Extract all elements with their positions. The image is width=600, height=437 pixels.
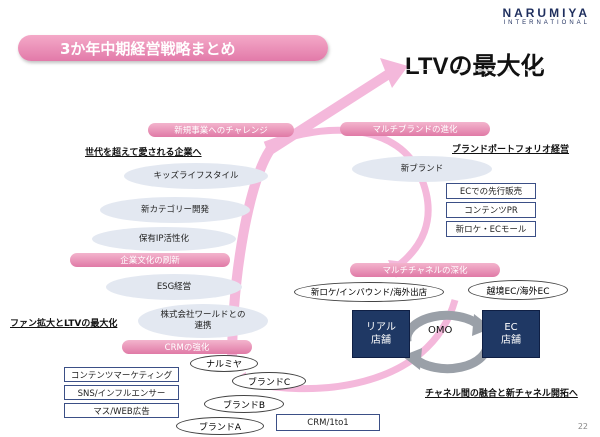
channel-cross-border-ec: 越境EC/海外EC (468, 280, 568, 300)
slide-title: 3か年中期経営戦略まとめ (18, 35, 328, 61)
heading-channel-fusion: チャネル間の融合と新チャネル開拓へ (425, 389, 578, 399)
brand-content-pr: コンテンツPR (446, 202, 536, 218)
brand-new-location-ec-mall: 新ロケ・ECモール (446, 221, 536, 237)
item-esg: ESG経営 (106, 274, 242, 300)
crm-one-to-one: CRM/1to1 (276, 414, 380, 431)
item-ip-activation: 保有IP活性化 (92, 227, 236, 251)
item-new-brand: 新ブランド (352, 156, 492, 182)
store-real-line1: リアル (366, 321, 396, 333)
brand-narumiya: ナルミヤ (190, 355, 258, 372)
section-new-business: 新規事業へのチャレンジ (148, 123, 294, 137)
store-ec-line2: 店舗 (501, 335, 521, 346)
brand-c: ブランドC (232, 372, 306, 390)
heading-fan-ltv: ファン拡大とLTVの最大化 (10, 319, 118, 329)
goal-title: LTVの最大化 (405, 53, 545, 80)
heading-beyond-generations: 世代を超えて愛される企業へ (85, 148, 202, 158)
omo-label: OMO (428, 325, 453, 336)
company-logo: NARUMIYA INTERNATIONAL (502, 6, 590, 26)
logo-main-text: NARUMIYA (502, 6, 590, 20)
section-multi-brand: マルチブランドの進化 (340, 122, 490, 136)
crm-content-marketing: コンテンツマーケティング (64, 367, 179, 382)
goal-title-reflection: LTVの最大化 (405, 69, 545, 74)
item-world-partnership: 株式会社ワールドとの 連携 (138, 304, 268, 338)
brand-ec-pre-sale: ECでの先行販売 (446, 183, 536, 199)
store-real: リアル 店舗 (352, 310, 410, 358)
section-multi-channel: マルチチャネルの深化 (350, 263, 500, 277)
item-kids-lifestyle: キッズライフスタイル (124, 163, 268, 189)
crm-mass-web-ads: マス/WEB広告 (64, 403, 179, 418)
brand-b: ブランドB (204, 395, 284, 413)
store-ec: EC 店舗 (482, 310, 540, 358)
heading-brand-portfolio: ブランドポートフォリオ経営 (452, 145, 570, 155)
store-real-line2: 店舗 (371, 335, 391, 346)
channel-new-location-overseas: 新ロケ/インバウンド/海外出店 (294, 282, 444, 302)
logo-sub-text: INTERNATIONAL (503, 20, 590, 26)
section-culture: 企業文化の刷新 (70, 253, 230, 267)
item-new-category: 新カテゴリー開発 (100, 197, 250, 223)
store-ec-line1: EC (504, 321, 518, 333)
brand-a: ブランドA (176, 417, 264, 435)
page-number: 22 (577, 422, 588, 431)
slide-title-text: 3か年中期経営戦略まとめ (60, 39, 236, 58)
crm-sns-influencer: SNS/インフルエンサー (64, 385, 179, 400)
section-crm: CRMの強化 (122, 340, 252, 354)
